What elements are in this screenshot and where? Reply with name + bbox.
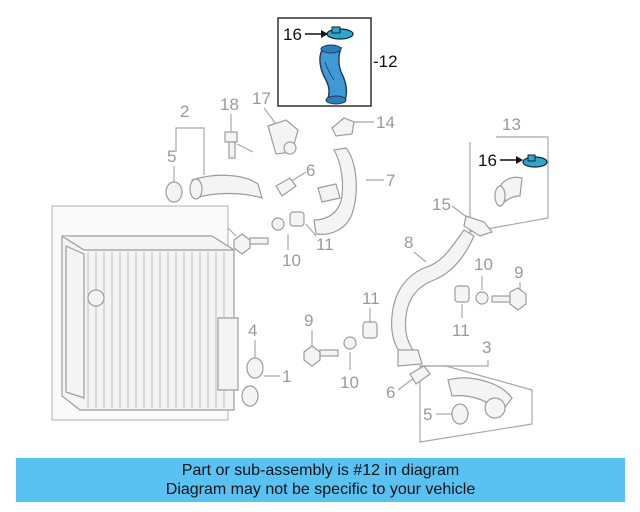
banner-line-2: Diagram may not be specific to your vehi…: [165, 481, 476, 498]
clamp-16-top[interactable]: [326, 26, 354, 40]
banner-line-1: Part or sub-assembly is #12 in diagram: [181, 462, 460, 479]
arrow-icon: [321, 30, 328, 38]
part-10-washer[interactable]: [271, 217, 285, 231]
callout-10-right: 10: [474, 255, 493, 274]
part-5-seal-box3[interactable]: [451, 403, 469, 425]
part-9-bolt-right[interactable]: [491, 287, 527, 311]
part-10-washer-center[interactable]: [343, 336, 357, 350]
box-13-frame: [469, 136, 549, 233]
callout-6-upper: 6: [306, 161, 315, 180]
part-4-seal[interactable]: [246, 357, 264, 379]
part-17-sensor[interactable]: [267, 119, 299, 155]
callout-3: 3: [482, 338, 491, 357]
callout-18: 18: [220, 95, 239, 114]
part-1-intercooler[interactable]: [51, 205, 259, 421]
part-14-bracket[interactable]: [331, 117, 355, 137]
arrow-icon: [516, 156, 523, 164]
part-2-hose[interactable]: [191, 174, 263, 199]
part-3-hose[interactable]: [447, 377, 513, 419]
callout-5-left: 5: [167, 147, 176, 166]
callout-8: 8: [404, 233, 413, 252]
part-12-hose[interactable]: [319, 44, 348, 105]
part-5-seal[interactable]: [165, 181, 183, 203]
parts-diagram: 16 -12 18 17 14 2 5 6 7 9 10 1: [51, 17, 549, 443]
clamp-16-box13[interactable]: [522, 154, 548, 168]
part-11-grommet[interactable]: [289, 211, 305, 227]
callout-16-box13: 16: [478, 151, 497, 170]
callout-17: 17: [252, 89, 271, 108]
callout-4: 4: [248, 321, 257, 340]
callout-2: 2: [180, 102, 189, 121]
info-banner: Part or sub-assembly is #12 in diagram D…: [16, 458, 625, 502]
callout-13: 13: [502, 115, 521, 134]
part-6-clip-upper[interactable]: [275, 177, 297, 197]
callout-11-center: 11: [362, 289, 380, 308]
part-18-bolt[interactable]: [224, 131, 254, 159]
part-13-hose[interactable]: [494, 176, 523, 208]
callout-11-upper: 11: [316, 235, 334, 254]
callout-6-lower: 6: [386, 383, 395, 402]
part-6-clip-lower[interactable]: [409, 365, 431, 385]
callout-7: 7: [386, 171, 395, 190]
callout-9-center: 9: [304, 311, 313, 330]
part-7-pipe[interactable]: [313, 147, 357, 235]
callout-15: 15: [432, 195, 451, 214]
callout-10-center: 10: [340, 373, 359, 392]
callout-1: 1: [282, 367, 291, 386]
callout-16-top: 16: [283, 25, 302, 44]
part-11-grommet-right[interactable]: [454, 285, 470, 303]
callout-5-box3: 5: [423, 405, 432, 424]
part-11-grommet-center[interactable]: [362, 321, 378, 339]
callout-10-upper: 10: [282, 251, 301, 270]
callout-14: 14: [376, 113, 395, 132]
box-3-frame: [419, 365, 533, 443]
callout-11-right: 11: [452, 321, 470, 340]
part-9-bolt-center[interactable]: [303, 345, 339, 367]
callout-9-right: 9: [514, 263, 523, 282]
part-9-bolt-left[interactable]: [233, 233, 269, 255]
part-15-bracket[interactable]: [463, 215, 494, 237]
part-10-washer-right[interactable]: [475, 291, 489, 305]
callout-12: -12: [373, 52, 398, 71]
